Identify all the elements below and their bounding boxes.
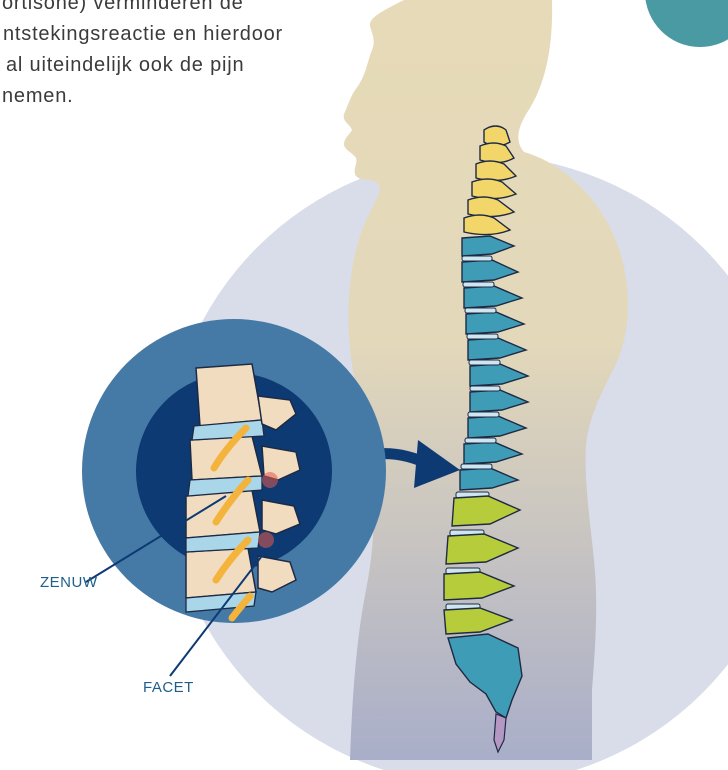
corner-circle xyxy=(645,0,728,47)
detail-circle xyxy=(82,319,386,623)
nerve-label: ZENUW xyxy=(40,574,98,591)
facet-label: FACET xyxy=(143,679,194,696)
